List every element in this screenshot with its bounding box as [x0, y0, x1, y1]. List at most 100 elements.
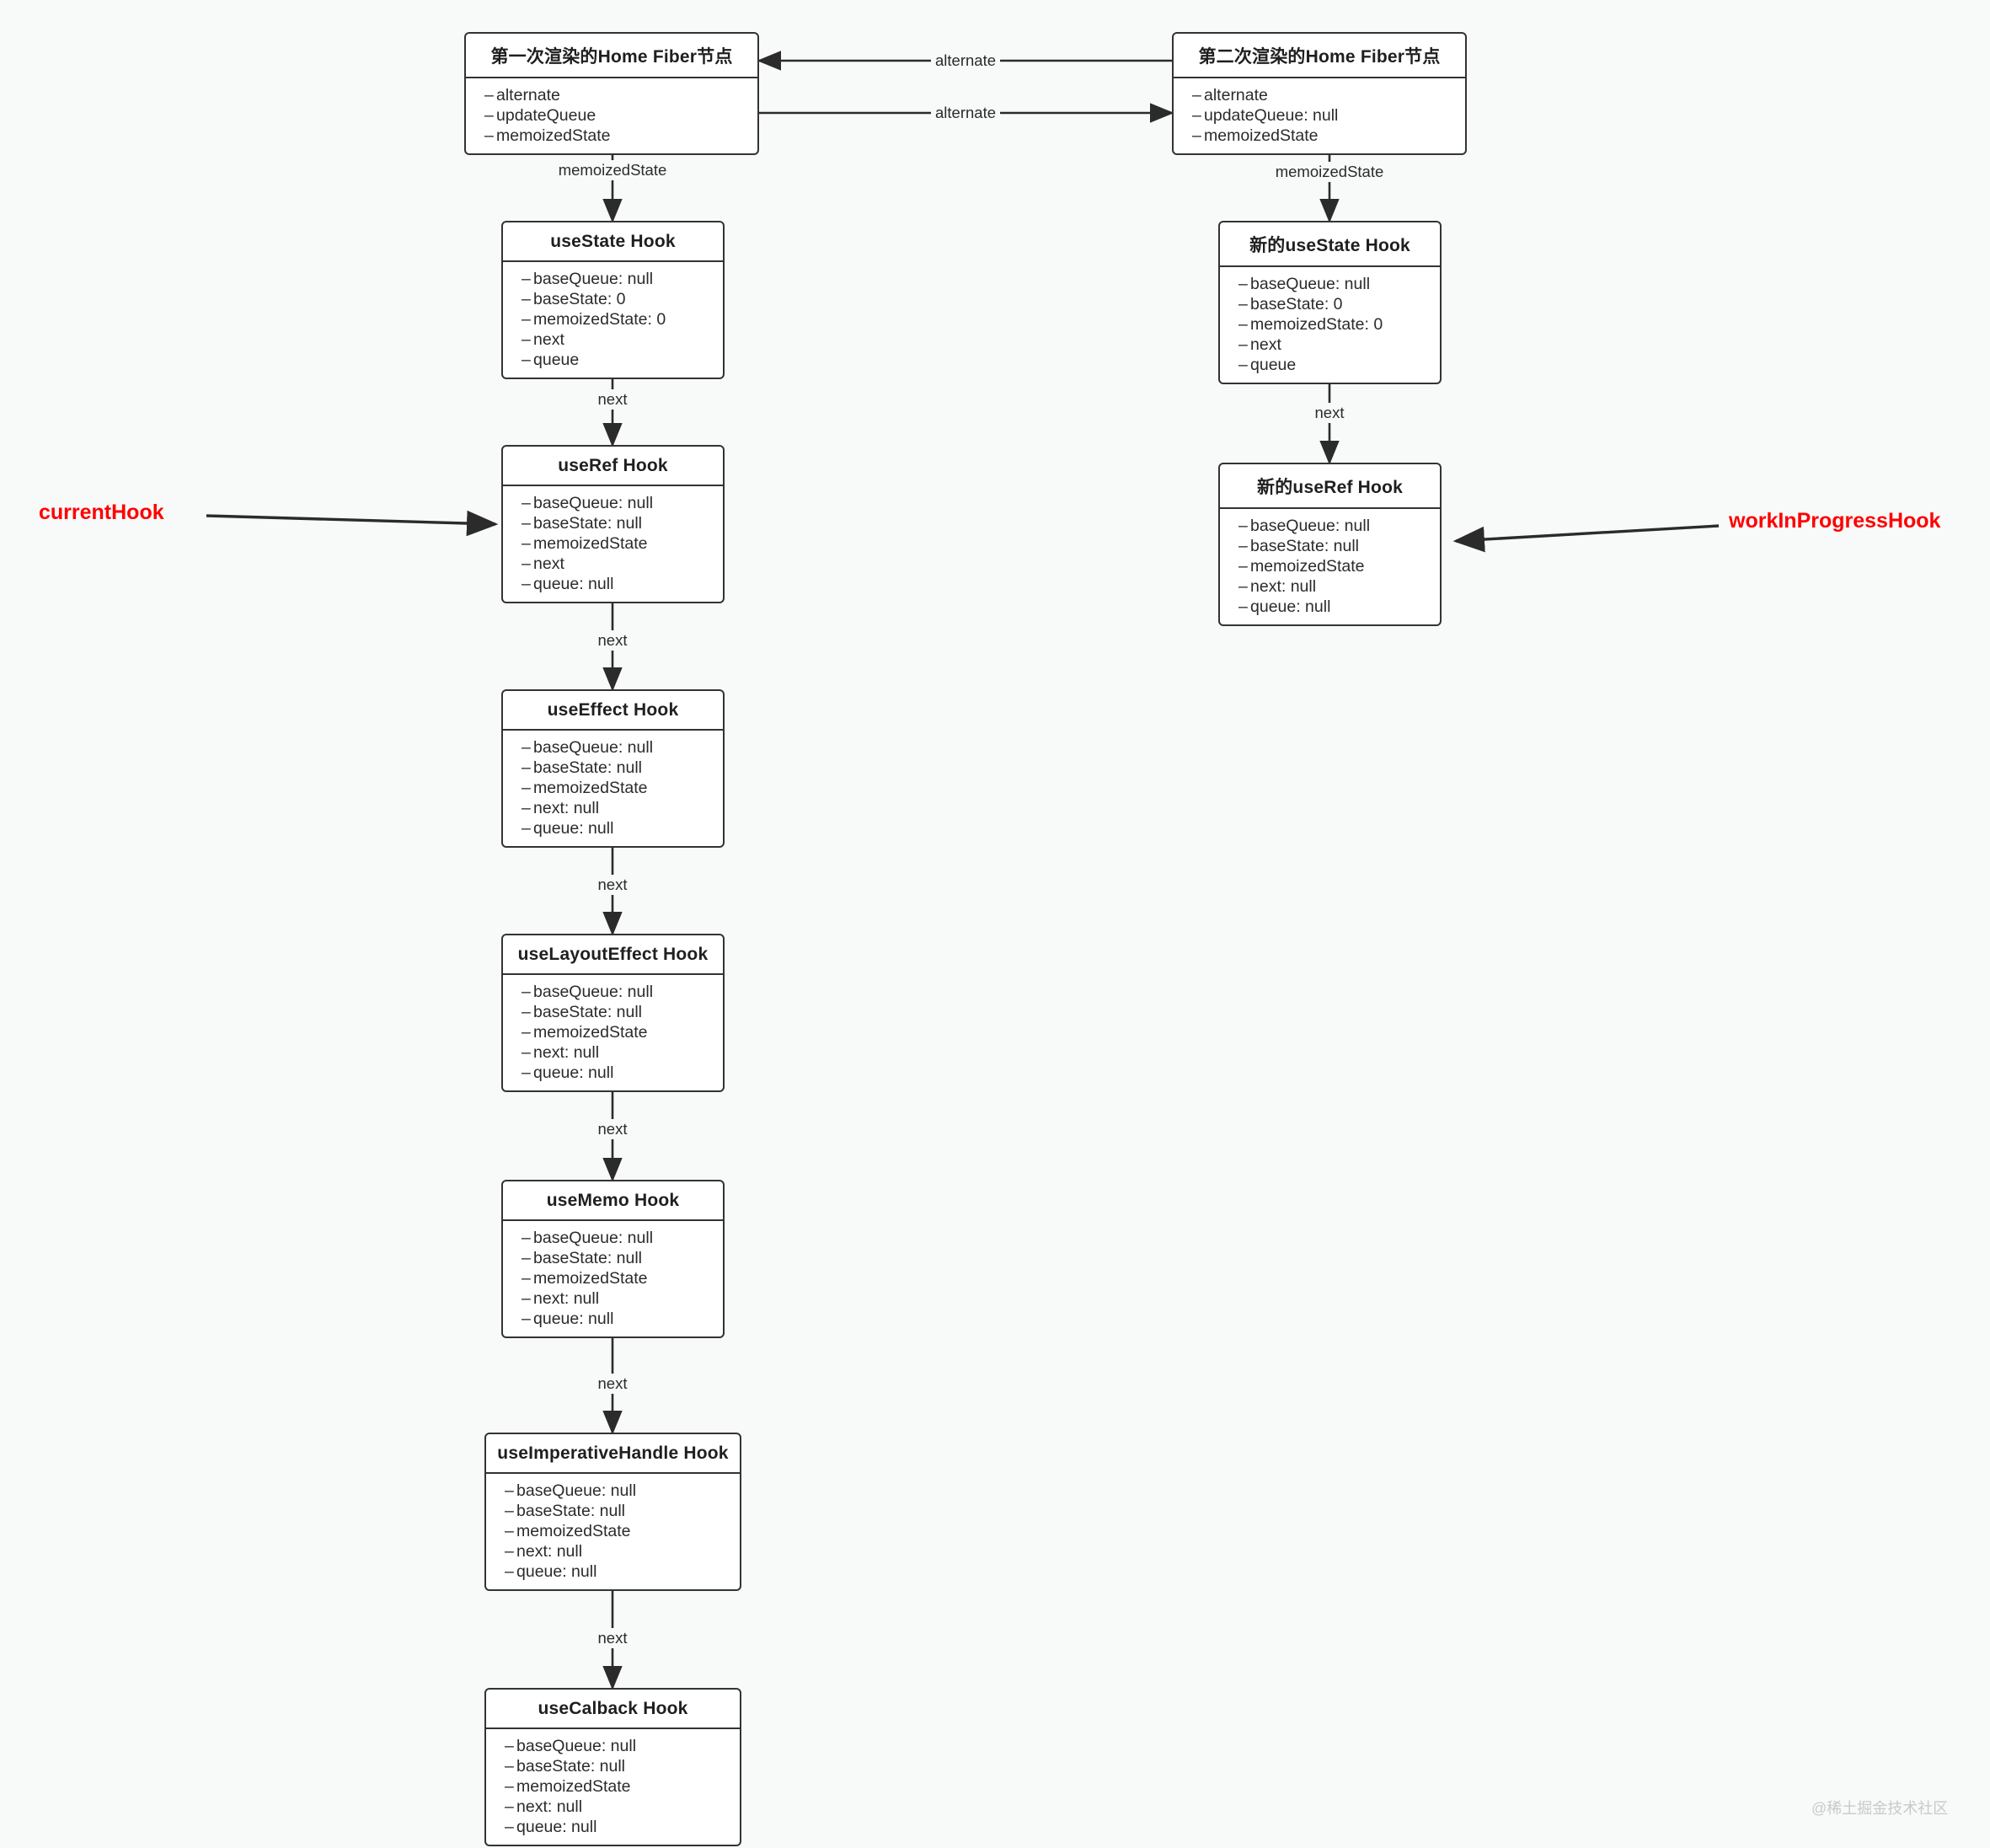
attr-row: –baseQueue: null	[1220, 516, 1440, 536]
edge-label-next-left-6: next	[593, 1628, 632, 1648]
attr-text: baseState: null	[1250, 537, 1360, 555]
node-attrs: –alternate –updateQueue: null –memoizedS…	[1174, 78, 1465, 153]
edge-label-memoizedstate-right: memoizedState	[1270, 162, 1388, 182]
bullet-dash: –	[522, 819, 531, 838]
node-title: 第一次渲染的Home Fiber节点	[466, 34, 757, 78]
attr-row: –queue: null	[503, 1309, 723, 1329]
attr-text: baseState: null	[533, 758, 643, 777]
bullet-dash: –	[505, 1757, 514, 1776]
attr-row: –alternate	[466, 85, 757, 105]
bullet-dash: –	[505, 1562, 514, 1581]
attr-text: next: null	[533, 1289, 600, 1308]
bullet-dash: –	[1238, 356, 1248, 374]
attr-row: –baseQueue: null	[486, 1481, 740, 1501]
node-usestate-hook-new[interactable]: 新的useState Hook –baseQueue: null –baseSt…	[1218, 221, 1442, 384]
node-useref-hook[interactable]: useRef Hook –baseQueue: null –baseState:…	[501, 445, 725, 603]
edge-label-next-left-2: next	[593, 630, 632, 651]
bullet-dash: –	[522, 1289, 531, 1308]
attr-row: –memoizedState	[466, 126, 757, 146]
attr-text: memoizedState	[516, 1522, 631, 1540]
attr-row: –memoizedState	[503, 778, 723, 798]
attr-row: –updateQueue	[466, 105, 757, 126]
attr-text: baseState: null	[533, 514, 643, 533]
attr-text: next: null	[533, 1043, 600, 1062]
bullet-dash: –	[522, 1269, 531, 1288]
edge-label-alternate-top: alternate	[931, 51, 1000, 71]
attr-row: –next: null	[486, 1797, 740, 1817]
attr-text: baseState: null	[533, 1249, 643, 1267]
node-useimperativehandle-hook[interactable]: useImperativeHandle Hook –baseQueue: nul…	[484, 1433, 741, 1591]
attr-row: –memoizedState	[1220, 556, 1440, 576]
attr-text: baseState: 0	[1250, 295, 1343, 313]
node-title: 第二次渲染的Home Fiber节点	[1174, 34, 1465, 78]
node-usecallback-hook[interactable]: useCalback Hook –baseQueue: null –baseSt…	[484, 1688, 741, 1846]
attr-text: baseQueue: null	[533, 738, 654, 757]
attr-text: queue: null	[533, 819, 614, 838]
attr-row: –alternate	[1174, 85, 1465, 105]
node-title: useImperativeHandle Hook	[486, 1434, 740, 1474]
bullet-dash: –	[522, 351, 531, 369]
attr-text: updateQueue	[496, 106, 596, 125]
attr-text: memoizedState: 0	[1250, 315, 1383, 334]
bullet-dash: –	[505, 1502, 514, 1520]
attr-row: –baseState: null	[503, 758, 723, 778]
node-useeffect-hook[interactable]: useEffect Hook –baseQueue: null –baseSta…	[501, 689, 725, 848]
watermark: @稀土掘金技术社区	[1811, 1800, 1949, 1817]
bullet-dash: –	[522, 1043, 531, 1062]
attr-text: queue: null	[533, 1063, 614, 1082]
node-fiber-second-render[interactable]: 第二次渲染的Home Fiber节点 –alternate –updateQue…	[1172, 32, 1467, 155]
attr-row: –memoizedState	[503, 1022, 723, 1042]
node-uselayouteffect-hook[interactable]: useLayoutEffect Hook –baseQueue: null –b…	[501, 934, 725, 1092]
edge-label-next-right-1: next	[1310, 403, 1349, 423]
attr-text: next	[1250, 335, 1281, 354]
attr-text: memoizedState: 0	[533, 310, 666, 329]
attr-text: queue: null	[516, 1818, 597, 1836]
node-usestate-hook[interactable]: useState Hook –baseQueue: null –baseStat…	[501, 221, 725, 379]
attr-text: baseState: null	[533, 1003, 643, 1021]
node-useref-hook-new[interactable]: 新的useRef Hook –baseQueue: null –baseStat…	[1218, 463, 1442, 626]
attr-row: –memoizedState	[486, 1521, 740, 1541]
bullet-dash: –	[1238, 335, 1248, 354]
bullet-dash: –	[522, 799, 531, 817]
attr-text: baseQueue: null	[516, 1737, 637, 1755]
attr-text: queue: null	[533, 1310, 614, 1328]
bullet-dash: –	[522, 1249, 531, 1267]
attr-row: –memoizedState	[1174, 126, 1465, 146]
attr-row: –baseState: null	[503, 513, 723, 533]
attr-text: memoizedState	[516, 1777, 631, 1796]
attr-row: –baseQueue: null	[1220, 274, 1440, 294]
attr-text: baseQueue: null	[533, 983, 654, 1001]
attr-row: –next: null	[1220, 576, 1440, 597]
node-attrs: –baseQueue: null –baseState: null –memoi…	[503, 1221, 723, 1336]
attr-text: alternate	[496, 86, 560, 104]
attr-text: baseQueue: null	[533, 1229, 654, 1247]
edge-label-next-left-4: next	[593, 1119, 632, 1139]
attr-text: next: null	[533, 799, 600, 817]
attr-text: baseQueue: null	[1250, 517, 1371, 535]
attr-row: –next	[503, 329, 723, 350]
node-fiber-first-render[interactable]: 第一次渲染的Home Fiber节点 –alternate –updateQue…	[464, 32, 759, 155]
attr-text: queue: null	[1250, 597, 1331, 616]
node-attrs: –baseQueue: null –baseState: null –memoi…	[503, 975, 723, 1090]
bullet-dash: –	[505, 1737, 514, 1755]
attr-text: queue: null	[533, 575, 614, 593]
attr-text: next: null	[516, 1542, 583, 1561]
bullet-dash: –	[1238, 537, 1248, 555]
edge-label-alternate-bottom: alternate	[931, 103, 1000, 123]
attr-text: queue	[533, 351, 580, 369]
bullet-dash: –	[522, 270, 531, 288]
bullet-dash: –	[1238, 517, 1248, 535]
attr-row: –next: null	[486, 1541, 740, 1561]
attr-row: –queue	[503, 350, 723, 370]
attr-row: –memoizedState: 0	[503, 309, 723, 329]
node-attrs: –baseQueue: null –baseState: null –memoi…	[486, 1474, 740, 1589]
bullet-dash: –	[522, 1023, 531, 1042]
edge-label-memoizedstate-left: memoizedState	[554, 160, 671, 180]
bullet-dash: –	[1192, 106, 1201, 125]
node-usememo-hook[interactable]: useMemo Hook –baseQueue: null –baseState…	[501, 1180, 725, 1338]
attr-row: –baseQueue: null	[503, 982, 723, 1002]
attr-text: baseState: null	[516, 1502, 626, 1520]
bullet-dash: –	[484, 86, 494, 104]
attr-row: –baseQueue: null	[486, 1736, 740, 1756]
